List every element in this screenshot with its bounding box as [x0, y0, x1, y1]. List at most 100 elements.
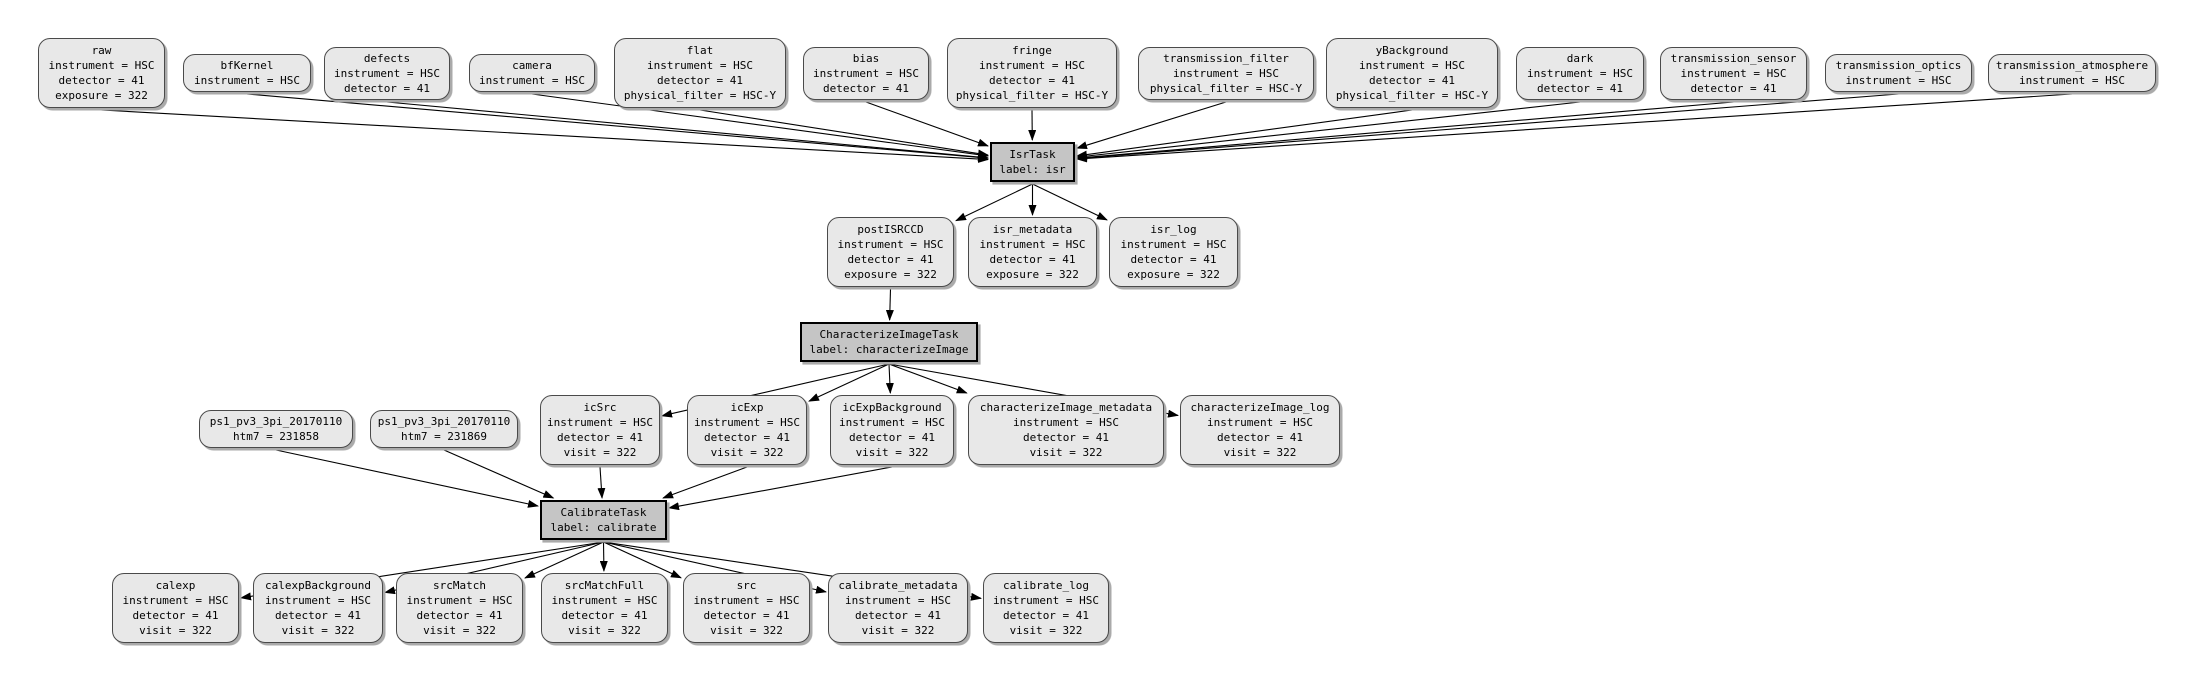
edge-dark-to-isr [1076, 101, 1581, 161]
node-attribute: visit = 322 [861, 624, 935, 637]
dataset-node-transmission_filter: transmission_filter instrument = HSC physi… [1138, 47, 1314, 100]
edge-ps1_b-to-calibrate [443, 449, 555, 499]
node-attribute: instrument = HSC [1173, 67, 1279, 80]
node-attribute: physical_filter = HSC-Y [1335, 89, 1489, 102]
node-title: CalibrateTask [560, 506, 647, 519]
node-title: transmission_sensor [1670, 52, 1797, 65]
node-title: src [736, 579, 757, 592]
edge-transmission_optics-to-isr [1076, 93, 1899, 162]
edge-calibrate-to-src [603, 541, 682, 579]
node-attribute: detector = 41 [1216, 431, 1304, 444]
node-attribute: physical_filter = HSC-Y [955, 89, 1109, 102]
node-attribute: instrument = HSC [551, 594, 658, 607]
node-attribute: detector = 41 [343, 82, 431, 95]
edge-transmission_sensor-to-isr [1076, 101, 1734, 162]
node-attribute: instrument = HSC [693, 594, 800, 607]
node-attribute: instrument = HSC [845, 594, 951, 607]
node-attribute: detector = 41 [1368, 74, 1456, 87]
node-attribute: physical_filter = HSC-Y [1149, 82, 1303, 95]
node-attribute: instrument = HSC [993, 594, 1099, 607]
node-title: icSrc [583, 401, 617, 414]
node-title: dark [1566, 52, 1594, 65]
node-title: raw [91, 44, 112, 57]
node-attribute: detector = 41 [822, 82, 910, 95]
edge-defects-to-isr [386, 101, 989, 161]
node-attribute: detector = 41 [1022, 431, 1110, 444]
node-attribute: htm7 = 231869 [400, 430, 488, 443]
node-attribute: visit = 322 [423, 624, 496, 637]
node-attribute: instrument = HSC [647, 59, 753, 72]
node-attribute: instrument = HSC [547, 416, 653, 429]
edge-icSrc-to-calibrate [597, 466, 606, 499]
node-attribute: instrument = HSC [1680, 67, 1787, 80]
node-attribute: label: characterizeImage [809, 343, 969, 356]
dataset-node-icExpBackground: icExpBackground instrument = HSC detector … [830, 395, 954, 465]
node-attribute: detector = 41 [848, 431, 936, 444]
node-title: fringe [1012, 44, 1052, 57]
node-attribute: detector = 41 [989, 253, 1076, 266]
edge-postISRCCD-to-characterizeImage [885, 288, 894, 321]
node-attribute: instrument = HSC [122, 594, 229, 607]
node-title: flat [686, 44, 714, 57]
node-attribute: visit = 322 [568, 624, 641, 637]
node-attribute: detector = 41 [1002, 609, 1090, 622]
node-attribute: exposure = 322 [1127, 268, 1220, 281]
node-title: ps1_pv3_3pi_20170110 [209, 415, 343, 428]
node-title: calibrate_metadata [838, 579, 958, 592]
node-attribute: instrument = HSC [265, 594, 371, 607]
node-attribute: detector = 41 [854, 609, 942, 622]
node-attribute: instrument = HSC [406, 594, 513, 607]
node-title: icExpBackground [842, 401, 942, 414]
node-title: calexpBackground [265, 579, 371, 592]
node-attribute: detector = 41 [561, 609, 648, 622]
edge-bfKernel-to-isr [246, 93, 989, 162]
node-title: transmission_atmosphere [1995, 59, 2149, 72]
node-title: bias [852, 52, 880, 65]
node-attribute: instrument = HSC [1013, 416, 1119, 429]
node-attribute: visit = 322 [710, 624, 783, 637]
edge-characterizeImage-to-icExpBackground [885, 363, 894, 394]
node-title: calexp [155, 579, 196, 592]
node-title: characterizeImage_log [1190, 401, 1330, 414]
node-attribute: visit = 322 [1009, 624, 1083, 637]
edge-characterizeImage-to-icExp [808, 363, 890, 402]
node-title: transmission_optics [1835, 59, 1962, 72]
node-attribute: instrument = HSC [48, 59, 155, 72]
node-attribute: detector = 41 [1130, 253, 1217, 266]
edge-icExpBackground-to-calibrate [668, 466, 893, 511]
node-attribute: detector = 41 [1536, 82, 1624, 95]
node-title: transmission_filter [1163, 52, 1289, 65]
node-attribute: instrument = HSC [839, 416, 945, 429]
node-attribute: instrument = HSC [979, 238, 1086, 251]
node-attribute: detector = 41 [703, 609, 790, 622]
node-attribute: visit = 322 [281, 624, 355, 637]
node-attribute: instrument = HSC [194, 74, 300, 87]
node-attribute: visit = 322 [710, 446, 784, 459]
node-attribute: visit = 322 [855, 446, 929, 459]
node-attribute: detector = 41 [847, 253, 934, 266]
edge-raw-to-isr [101, 109, 989, 163]
dataset-node-src: src instrument = HSC detector = 41 visit = … [683, 573, 810, 643]
node-title: isr_log [1150, 223, 1197, 236]
edge-characterizeImage-to-characterizeImage_metadata [888, 363, 968, 394]
